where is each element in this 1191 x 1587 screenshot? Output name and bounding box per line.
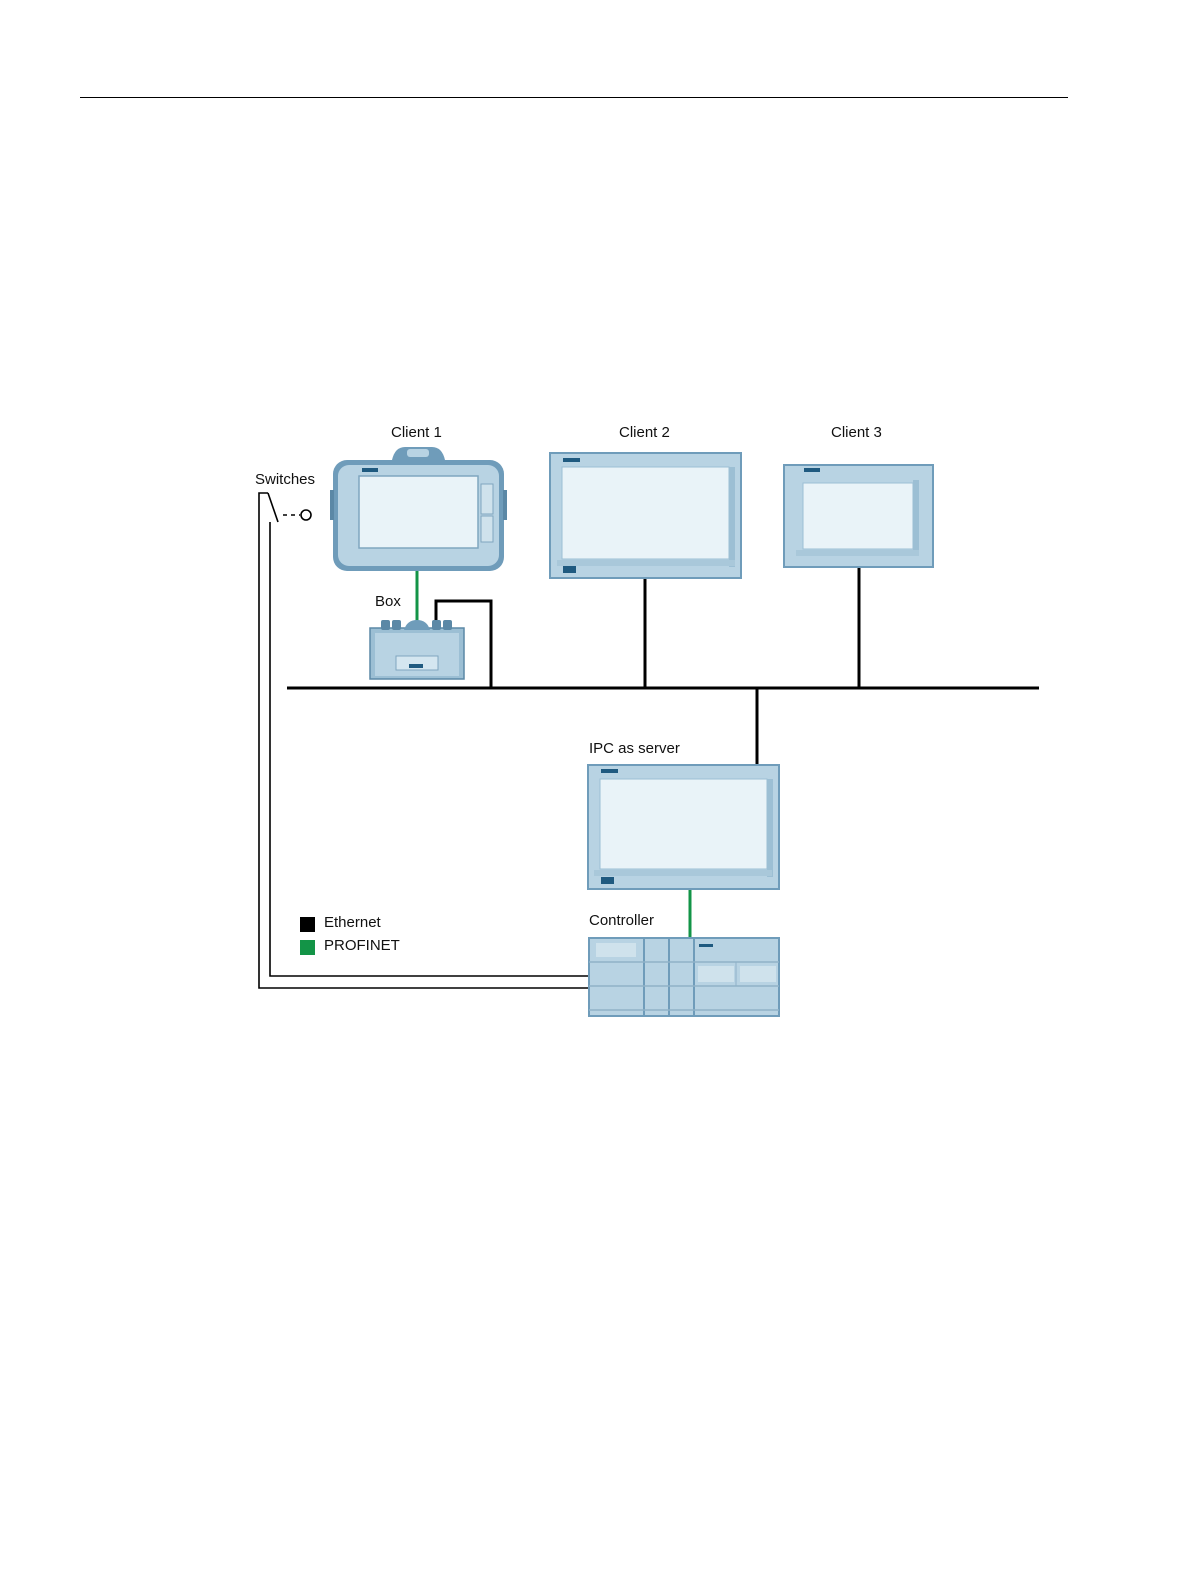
ipc-server-label: IPC as server: [589, 740, 680, 757]
client3-device[interactable]: [784, 465, 933, 567]
legend-swatch-ethernet: [300, 917, 315, 932]
box-label: Box: [375, 593, 401, 610]
client2-label: Client 2: [619, 424, 670, 441]
client3-label: Client 3: [831, 424, 882, 441]
legend-swatch-profinet: [300, 940, 315, 955]
legend-label-ethernet: Ethernet: [324, 914, 381, 931]
client1-device[interactable]: [330, 447, 507, 571]
client1-label: Client 1: [391, 424, 442, 441]
switch-contact: [301, 510, 311, 520]
controller-label: Controller: [589, 912, 654, 929]
switch-wire-inner: [270, 522, 589, 976]
client2-device[interactable]: [550, 453, 741, 578]
switch-lever: [268, 493, 278, 522]
ipc-server-device[interactable]: [588, 765, 779, 889]
controller-device[interactable]: [589, 938, 779, 1016]
switches-label: Switches: [255, 471, 315, 488]
connection-box[interactable]: [370, 620, 464, 679]
legend-label-profinet: PROFINET: [324, 937, 400, 954]
